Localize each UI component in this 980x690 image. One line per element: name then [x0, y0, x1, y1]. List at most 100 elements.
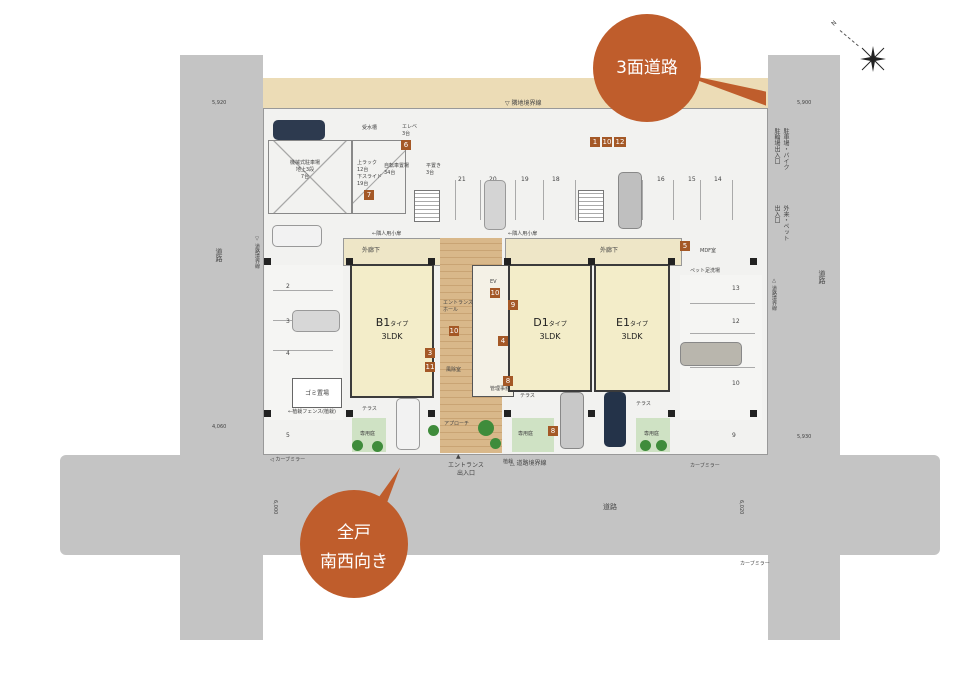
dim-bottom-right: 6,020	[738, 500, 744, 515]
callout-three-roads: 3面道路	[593, 14, 701, 122]
unit-b1-type: タイプ	[390, 321, 409, 328]
entrance-label: エントランス 出入口	[448, 462, 484, 477]
boundary-bottom: △ 道路境界線	[510, 460, 547, 467]
stall-14: 14	[714, 176, 722, 183]
bike-rack-label: 上ラック 12台 下スライド 19台	[357, 160, 383, 187]
stall-16: 16	[657, 176, 665, 183]
unit-d1[interactable]: D1タイプ 3LDK	[508, 264, 592, 392]
garden-right: 専用庭	[644, 431, 660, 437]
garden-mid-box	[512, 418, 554, 452]
compass-icon	[858, 44, 888, 74]
car-bottom-white	[396, 398, 420, 450]
bike-spaces-label: 平置き 3台	[426, 163, 442, 176]
callout-orientation: 全戸 南西向き	[300, 490, 408, 598]
dim-top-right: 5,900	[797, 100, 812, 106]
unit-e1-id: E1	[616, 316, 630, 329]
badge-3: 3	[425, 348, 435, 358]
unit-e1-layout: 3LDK	[621, 332, 643, 341]
column-4	[588, 258, 595, 265]
callout-orientation-line2: 南西向き	[320, 552, 388, 572]
road-label-right: 道路	[818, 270, 826, 284]
badge-11: 11	[425, 362, 435, 372]
unit-b1-layout: 3LDK	[381, 332, 403, 341]
mechanical-parking-label: 機械式駐車場 地上3段 7台	[290, 160, 321, 180]
unit-b1[interactable]: B1タイプ 3LDK	[350, 264, 434, 398]
column-9	[428, 410, 435, 417]
car-left-white	[272, 225, 322, 247]
car-bottom-silver	[560, 392, 584, 449]
mdf-label: MDF室	[700, 248, 717, 254]
tree-1	[352, 440, 363, 451]
badge-8-a: 8	[503, 376, 513, 386]
car-right-silver	[680, 342, 742, 366]
gate-label-2: ←隣人用小扉	[508, 231, 538, 237]
boundary-left: ▽ 道路境界線	[254, 236, 260, 269]
motorbike-entrance-label: 駐車場・バイク 駐輪場出入口	[773, 128, 789, 170]
top-parking-area	[450, 175, 740, 230]
stall-19: 19	[521, 176, 529, 183]
car-bottom-navy	[604, 392, 626, 447]
badge-12: 12	[614, 137, 626, 147]
badge-5: 5	[680, 241, 690, 251]
entrance-marker-icon: ▲	[456, 453, 461, 460]
stall-2: 2	[286, 283, 290, 290]
badge-6: 6	[401, 140, 411, 150]
pet-entrance-label: 外来・ペット 出入口	[773, 205, 789, 241]
curb-mirror-bottom: カーブミラー	[740, 561, 770, 567]
bike-rack-box	[352, 140, 406, 214]
stall-10: 10	[732, 380, 740, 387]
corridor-right	[505, 238, 682, 266]
garden-mid: 専用庭	[518, 431, 534, 437]
stall-9: 9	[732, 432, 736, 439]
badge-7: 7	[364, 190, 374, 200]
badge-4: 4	[498, 336, 508, 346]
stall-13: 13	[732, 285, 740, 292]
curb-mirror-left: ◁ カーブミラー	[270, 457, 306, 463]
stall-20: 20	[489, 176, 497, 183]
column-12	[668, 410, 675, 417]
distribution-label: 受水槽	[362, 125, 378, 131]
badge-1: 1	[590, 137, 600, 147]
stall-21: 21	[458, 176, 466, 183]
unit-d1-type: タイプ	[548, 321, 567, 328]
stall-3: 3	[286, 318, 290, 325]
gate-label-1: ←隣人用小扉	[372, 231, 402, 237]
garbage-label: ゴミ置場	[305, 390, 330, 397]
road-label-bottom: 道路	[603, 503, 617, 511]
unit-e1[interactable]: E1タイプ 3LDK	[594, 264, 670, 392]
badge-10-top: 10	[602, 137, 612, 147]
column-11	[588, 410, 595, 417]
terrace-left: テラス	[362, 406, 377, 412]
stair-top-2	[578, 190, 604, 222]
tree-4	[478, 420, 494, 436]
road-label-left: 道路	[215, 248, 223, 262]
tree-5	[490, 438, 501, 449]
pet-wash-label: ペット足洗場	[690, 268, 721, 274]
dim-mid-left: 4,060	[212, 424, 227, 430]
dim-top-left: 5,920	[212, 100, 227, 106]
badge-9: 9	[508, 300, 518, 310]
curb-mirror-right: カーブミラー	[690, 463, 720, 469]
garden-left: 専用庭	[360, 431, 376, 437]
boundary-right: △ 道路境界線	[771, 278, 777, 311]
tree-7	[656, 440, 667, 451]
mechanical-parking-box	[268, 140, 352, 214]
corridor-left-label: 外廊下	[362, 247, 381, 254]
badge-10-ev: 10	[490, 288, 500, 298]
wall-note: ←植栽フェンス(植栽)	[288, 409, 336, 415]
dim-mid-right: 5,930	[797, 434, 812, 440]
column-2	[428, 258, 435, 265]
column-6	[264, 258, 271, 265]
callout-orientation-line1: 全戸	[337, 523, 371, 543]
column-3	[504, 258, 511, 265]
car-mech-parking	[273, 120, 325, 140]
tree-3	[428, 425, 439, 436]
stall-15: 15	[688, 176, 696, 183]
tree-2	[372, 441, 383, 452]
column-14	[750, 410, 757, 417]
manager-label: 管理事務室	[490, 386, 516, 392]
unit-b1-id: B1	[375, 316, 391, 329]
badge-10-hall: 10	[449, 326, 459, 336]
badge-8-b: 8	[548, 426, 558, 436]
unit-d1-id: D1	[533, 316, 549, 329]
